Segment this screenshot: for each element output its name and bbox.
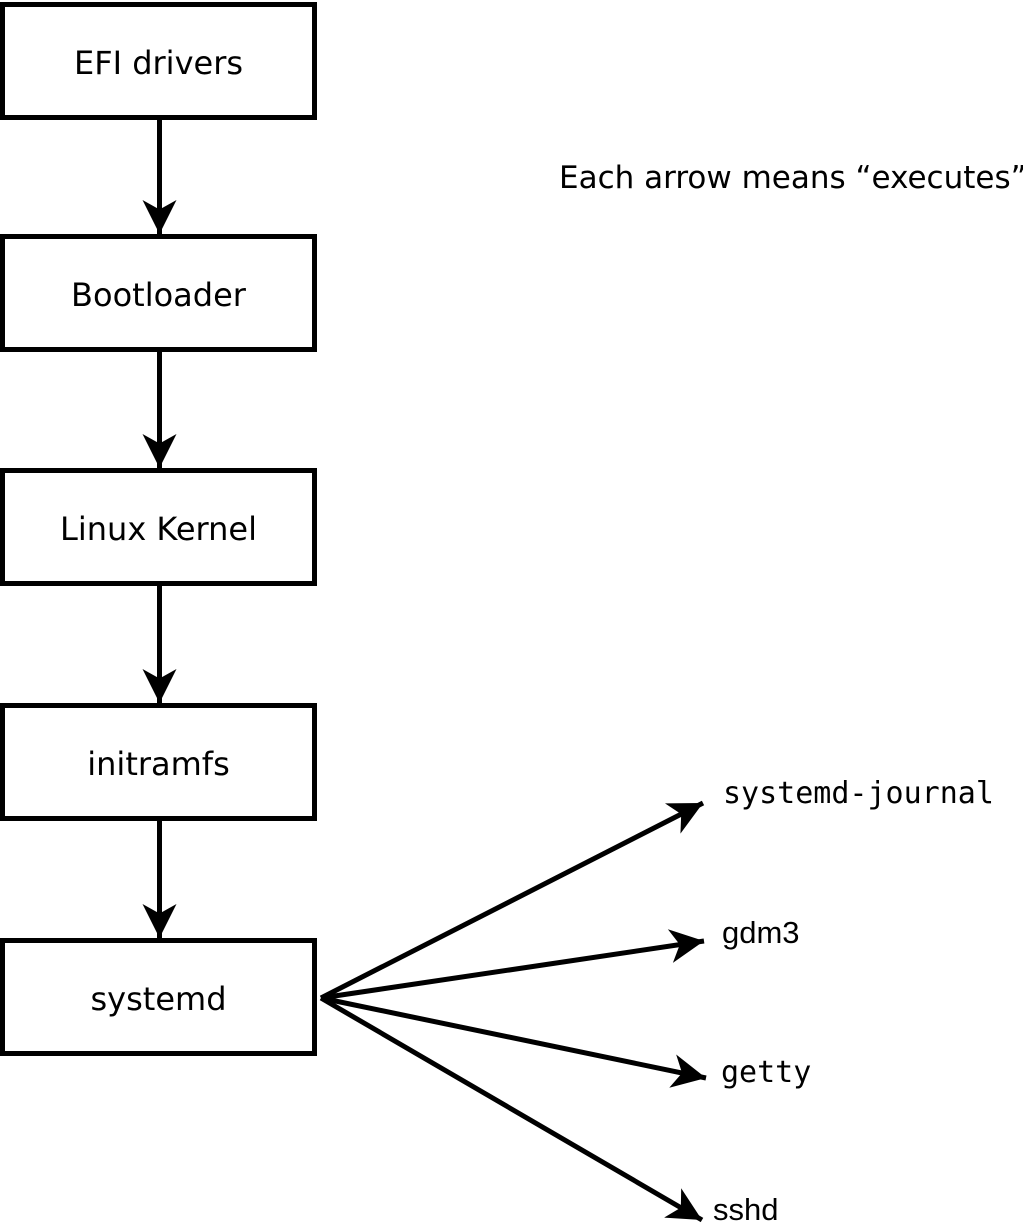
service-systemd-journal-label: systemd-journal bbox=[723, 776, 994, 811]
arrow-systemd-to-gdm3 bbox=[320, 929, 705, 1001]
node-efi-drivers-label: EFI drivers bbox=[74, 44, 243, 82]
node-bootloader-label: Bootloader bbox=[71, 276, 247, 314]
node-bootloader-box bbox=[0, 234, 317, 352]
node-initramfs-label: initramfs bbox=[87, 745, 229, 783]
node-linux-kernel-box bbox=[0, 468, 317, 586]
legend-note: Each arrow means “executes”. bbox=[559, 160, 1023, 196]
node-linux-kernel-label: Linux Kernel bbox=[60, 510, 257, 548]
arrow-systemd-to-sshd bbox=[319, 995, 704, 1223]
node-initramfs-box bbox=[0, 703, 317, 821]
service-sshd-label: sshd bbox=[713, 1192, 778, 1227]
service-gdm3-label: gdm3 bbox=[722, 915, 800, 950]
node-systemd-box bbox=[0, 938, 317, 1056]
arrow-systemd-to-systemd-journal bbox=[319, 800, 705, 1001]
arrow-systemd-to-getty bbox=[320, 995, 707, 1088]
node-efi-drivers-box bbox=[0, 2, 317, 120]
service-getty-label: getty bbox=[721, 1055, 811, 1090]
node-systemd-label: systemd bbox=[91, 980, 227, 1018]
